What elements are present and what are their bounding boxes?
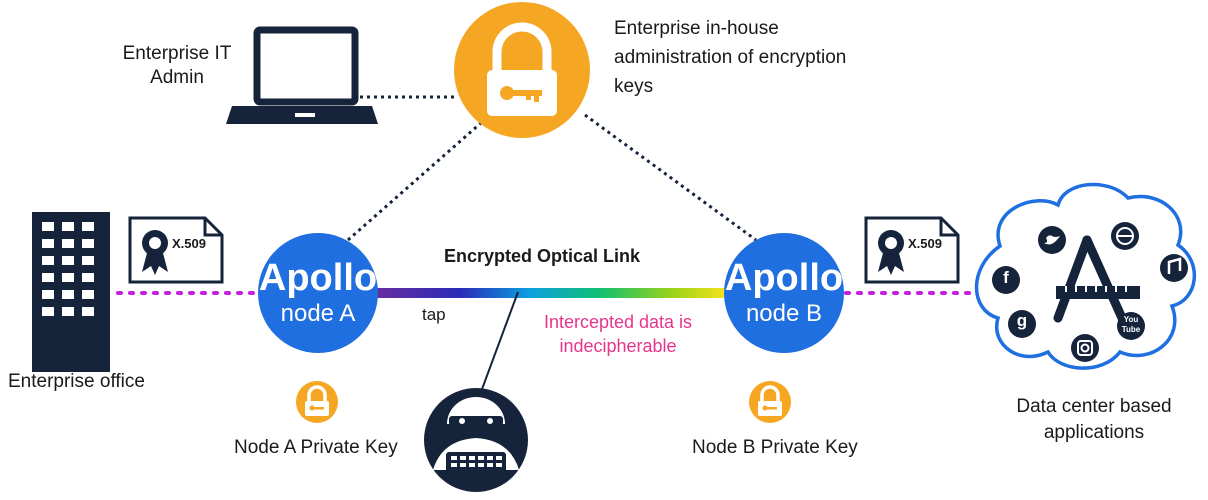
datacenter-label: Data center based applications (1016, 396, 1172, 443)
certificate-right-label: X.509 (908, 236, 942, 251)
tap-label: tap (422, 305, 446, 324)
node-b-key-label: Node B Private Key (692, 437, 858, 458)
nodeB-to-keyadmin-line (584, 113, 757, 242)
intercepted-label: Intercepted data is indecipherable (543, 312, 693, 356)
laptop-icon (226, 26, 378, 124)
node-a-key-label: Node A Private Key (234, 437, 398, 458)
youtube-glyph: You Tube (1121, 315, 1141, 334)
key-admin-lock-icon (454, 2, 590, 138)
certificate-right-icon (864, 216, 960, 284)
it-admin-label: Enterprise IT Admin (122, 43, 232, 88)
facebook-icon (992, 266, 1020, 294)
node-a-circle (258, 233, 378, 353)
node-b-title: Apollo (724, 257, 844, 299)
facebook-glyph: f (1003, 268, 1009, 287)
office-label: Enterprise office (8, 371, 145, 392)
node-a-subtitle: node A (280, 300, 356, 327)
google-icon (1008, 310, 1036, 338)
node-b-subtitle: node B (745, 300, 823, 327)
music-icon (1160, 254, 1188, 282)
hacker-icon (424, 388, 528, 492)
node-a-lock-icon (296, 381, 338, 423)
encrypted-optical-link (372, 288, 724, 298)
encrypted-link-label: Encrypted Optical Link (444, 246, 641, 266)
certificate-left-icon (128, 216, 224, 284)
building-icon (32, 212, 110, 372)
instagram-icon (1071, 334, 1099, 362)
app-store-icon (1053, 235, 1140, 323)
node-b-lock-icon (749, 381, 791, 423)
node-a-title: Apollo (258, 257, 378, 299)
youtube-icon (1117, 312, 1145, 340)
node-b-circle (724, 233, 844, 353)
key-admin-label: Enterprise in-house administration of en… (614, 18, 847, 97)
tap-line (477, 291, 519, 401)
nodeA-to-keyadmin-line (347, 113, 491, 242)
google-glyph: g (1016, 311, 1028, 330)
certificate-left-label: X.509 (172, 236, 206, 251)
